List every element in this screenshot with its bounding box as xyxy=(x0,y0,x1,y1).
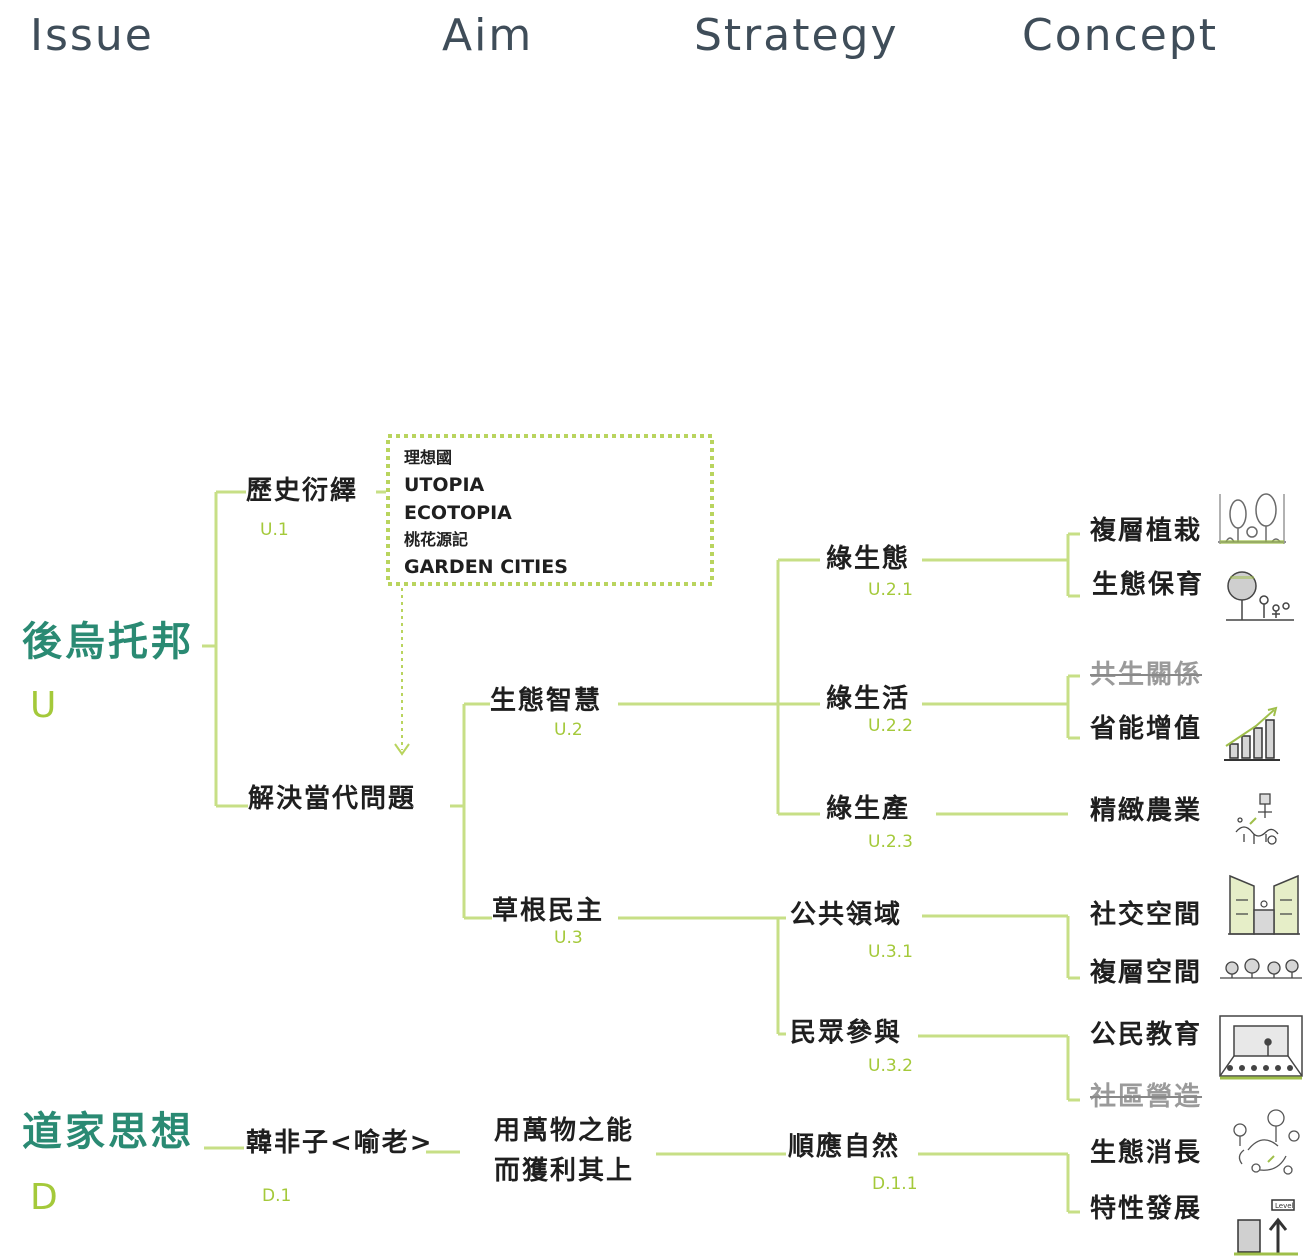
layered-planting-sketch-icon xyxy=(1218,493,1286,544)
issue-code-d1: D.1 xyxy=(262,1186,292,1206)
strategy-follow-nature: 順應自然 xyxy=(788,1132,901,1162)
strategy-public-realm: 公共領域 xyxy=(790,900,903,930)
concept-civic-education: 公民教育 xyxy=(1090,1020,1203,1050)
reference-item: ECOTOPIA xyxy=(404,502,512,524)
strategy-participation: 民眾參與 xyxy=(790,1018,903,1048)
svg-text:Level: Level xyxy=(1275,1202,1294,1210)
concept-community-building-struck: 社區營造 xyxy=(1090,1082,1203,1112)
layered-space-sketch-icon xyxy=(1220,958,1302,979)
concept-eco-succession: 生態消長 xyxy=(1090,1138,1203,1168)
concept-fine-agriculture: 精緻農業 xyxy=(1090,796,1203,826)
issue-code-u1: U.1 xyxy=(260,520,289,540)
strategy-code-u31: U.3.1 xyxy=(868,942,913,962)
reference-item: UTOPIA xyxy=(404,474,485,496)
aim-use-nature-line2: 而獲利其上 xyxy=(494,1156,635,1186)
rising-bar-chart-sketch-icon xyxy=(1224,706,1280,761)
strategy-code-u22: U.2.2 xyxy=(868,716,913,736)
issue-hanfeizi: 韓非子<喻老> xyxy=(246,1128,434,1158)
reference-item: GARDEN CITIES xyxy=(404,556,568,578)
arrow-down-icon xyxy=(394,743,410,756)
root-letter-u: U xyxy=(30,685,57,726)
concept-multilayer-planting: 複層植栽 xyxy=(1090,516,1203,546)
reference-item: 桃花源記 xyxy=(404,530,469,549)
concept-eco-conservation: 生態保育 xyxy=(1092,570,1205,600)
farm-plant-sketch-icon xyxy=(1235,793,1279,845)
aim-eco-wisdom: 生態智慧 xyxy=(490,686,603,716)
level-growth-sketch-icon: Level xyxy=(1234,1199,1298,1256)
concept-layered-space: 複層空間 xyxy=(1090,958,1203,988)
column-header-strategy: Strategy xyxy=(694,10,899,61)
root-post-utopia: 後烏托邦 xyxy=(22,619,194,665)
aim-code-u2: U.2 xyxy=(554,720,583,740)
concept-characteristic-development: 特性發展 xyxy=(1090,1194,1203,1224)
strategy-green-production: 綠生產 xyxy=(826,794,911,824)
column-header-issue: Issue xyxy=(30,10,154,61)
references-box xyxy=(386,434,714,586)
root-letter-d: D xyxy=(30,1177,58,1218)
strategy-green-living: 綠生活 xyxy=(826,684,911,714)
ecological-cycle-sketch-icon xyxy=(1233,1109,1300,1175)
column-header-aim: Aim xyxy=(442,10,534,61)
concept-symbiosis-struck: 共生關係 xyxy=(1090,660,1203,690)
concept-energy-saving: 省能增值 xyxy=(1090,714,1203,744)
social-space-section-sketch-icon xyxy=(1228,874,1300,935)
strategy-code-u32: U.3.2 xyxy=(868,1056,913,1076)
issue-contemporary: 解決當代問題 xyxy=(248,784,417,814)
root-taoism: 道家思想 xyxy=(22,1109,194,1155)
aim-grassroots: 草根民主 xyxy=(492,896,605,926)
aim-use-nature-line1: 用萬物之能 xyxy=(494,1116,635,1146)
tree-conservation-sketch-icon xyxy=(1226,571,1294,621)
strategy-code-u23: U.2.3 xyxy=(868,832,913,852)
strategy-green-ecology: 綠生態 xyxy=(826,544,911,574)
strategy-code-d11: D.1.1 xyxy=(872,1174,918,1194)
column-header-concept: Concept xyxy=(1022,10,1218,61)
strategy-code-u21: U.2.1 xyxy=(868,580,913,600)
issue-history: 歷史衍繹 xyxy=(246,476,359,506)
reference-item: 理想國 xyxy=(404,448,453,467)
aim-code-u3: U.3 xyxy=(554,928,583,948)
concept-social-space: 社交空間 xyxy=(1090,900,1203,930)
classroom-sketch-icon xyxy=(1219,1015,1303,1080)
